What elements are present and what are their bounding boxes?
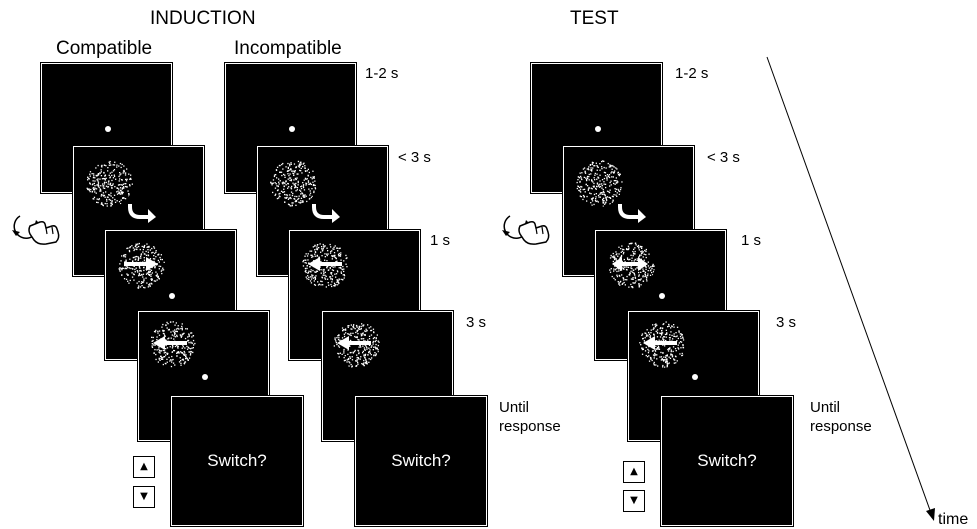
timing-label-1: 1-2 s — [365, 65, 399, 82]
timing-label-3: 1 s — [430, 232, 451, 249]
timing-label-4: 3 s — [466, 314, 487, 331]
incompatible-label: Incompatible — [234, 38, 342, 59]
fixation-dot-icon — [202, 374, 208, 380]
fixation-dot-icon — [659, 293, 665, 299]
test-timing-label-1: 1-2 s — [675, 65, 709, 82]
rotate-arrow-icon — [312, 204, 340, 223]
random-dot-motion-icon — [575, 159, 623, 207]
down-key-icon: ▼ — [133, 486, 155, 508]
time-arrow-icon — [766, 56, 935, 521]
fixation-dot-icon — [105, 126, 111, 132]
switch-prompt: Switch? — [697, 451, 757, 470]
random-dot-motion-icon — [332, 320, 380, 368]
double-arrow-icon — [612, 257, 648, 271]
right-arrow-icon — [124, 257, 158, 271]
test-timing-label-2: < 3 s — [707, 149, 740, 166]
switch-prompt: Switch? — [207, 451, 267, 470]
compatible-switch-screen: Switch? — [170, 395, 304, 527]
timing-label-5-line1: Until — [499, 399, 530, 416]
test-timing-label-3: 1 s — [741, 232, 762, 249]
fixation-dot-icon — [169, 293, 175, 299]
switch-prompt: Switch? — [391, 451, 451, 470]
timing-label-5-line2: response — [499, 418, 561, 435]
left-arrow-icon — [337, 336, 371, 350]
rotate-arrow-icon — [128, 204, 156, 223]
test-timing-label-5-line2: response — [810, 418, 872, 435]
left-arrow-icon — [643, 336, 677, 350]
random-dot-motion-icon — [269, 159, 317, 207]
time-label: time — [938, 511, 969, 528]
fixation-dot-icon — [692, 374, 698, 380]
hand-rotation-icon — [502, 215, 550, 245]
rotate-arrow-icon — [618, 204, 646, 223]
incompatible-switch-screen: Switch? — [354, 395, 488, 527]
fixation-dot-icon — [595, 126, 601, 132]
left-arrow-icon — [308, 257, 342, 271]
test-timing-label-5-line1: Until — [810, 399, 841, 416]
random-dot-motion-icon — [85, 159, 133, 207]
test-title: TEST — [570, 8, 619, 29]
test-timing-label-4: 3 s — [776, 314, 797, 331]
induction-title: INDUCTION — [150, 8, 256, 29]
compatible-label: Compatible — [56, 38, 153, 59]
hand-rotation-icon — [12, 215, 60, 245]
fixation-dot-icon — [289, 126, 295, 132]
down-key-icon: ▼ — [623, 490, 645, 512]
left-arrow-icon — [153, 336, 187, 350]
timing-label-2: < 3 s — [398, 149, 431, 166]
up-key-icon: ▲ — [133, 456, 155, 478]
up-key-icon: ▲ — [623, 461, 645, 483]
test-switch-screen: Switch? — [660, 395, 794, 527]
